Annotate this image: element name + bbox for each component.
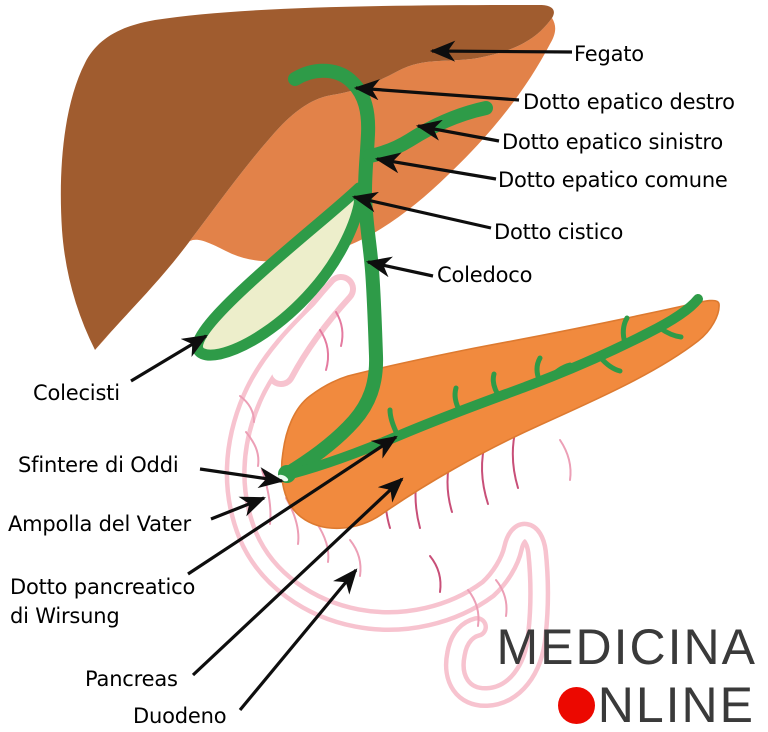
liver-shape [60, 5, 556, 350]
label-pancreas: Pancreas [85, 667, 178, 691]
watermark-online-text: NLINE [597, 677, 755, 732]
label-dotto-epatico-sinistro: Dotto epatico sinistro [502, 130, 723, 154]
label-dotto-cistico: Dotto cistico [494, 220, 624, 244]
arrow-pancreas [191, 477, 404, 677]
arrow-duodeno [238, 568, 358, 712]
pancreatic-duct [278, 294, 703, 481]
liver-light-lobe [95, 18, 556, 350]
arrow-dotto-epatico-destro [353, 79, 520, 102]
label-fegato: Fegato [574, 42, 644, 66]
watermark-medicina: MEDICINA [496, 619, 757, 675]
label-duodeno: Duodeno [133, 704, 227, 728]
label-ampolla-del-vater: Ampolla del Vater [8, 512, 191, 536]
arrow-sfintere-di-oddi [199, 467, 285, 489]
arrow-fegato [429, 40, 573, 62]
label-dotto-pancreatico-di-wirsung: Dotto pancreatico di Wirsung [10, 575, 196, 628]
leader-arrows [130, 40, 573, 712]
arrow-dotto-epatico-comune [374, 152, 497, 181]
liver-dark-lobe [60, 5, 554, 350]
arrow-dotto-epatico-sinistro [415, 119, 500, 143]
label-coledoco: Coledoco [437, 263, 533, 287]
duodenum-band-core [229, 283, 546, 704]
label-dotto-epatico-destro: Dotto epatico destro [523, 90, 735, 114]
duodenum-shape [224, 274, 551, 708]
wirsung-duct-branches [387, 315, 684, 439]
arrow-dotto-cistico [351, 191, 492, 230]
label-dotto-epatico-comune: Dotto epatico comune [498, 168, 728, 192]
label-colecisti: Colecisti [33, 381, 120, 405]
wirsung-duct-main [278, 294, 703, 481]
arrow-ampolla-del-vater [210, 496, 266, 521]
watermark-red-dot-icon [557, 686, 595, 724]
watermark-online: NLINE [557, 676, 755, 732]
arrow-colecisti [130, 334, 208, 383]
arrow-coledoco [365, 256, 434, 278]
pancreas-shape [280, 299, 720, 530]
label-sfintere-di-oddi: Sfintere di Oddi [18, 453, 179, 477]
arrow-dotto-pancreatico [187, 435, 398, 576]
